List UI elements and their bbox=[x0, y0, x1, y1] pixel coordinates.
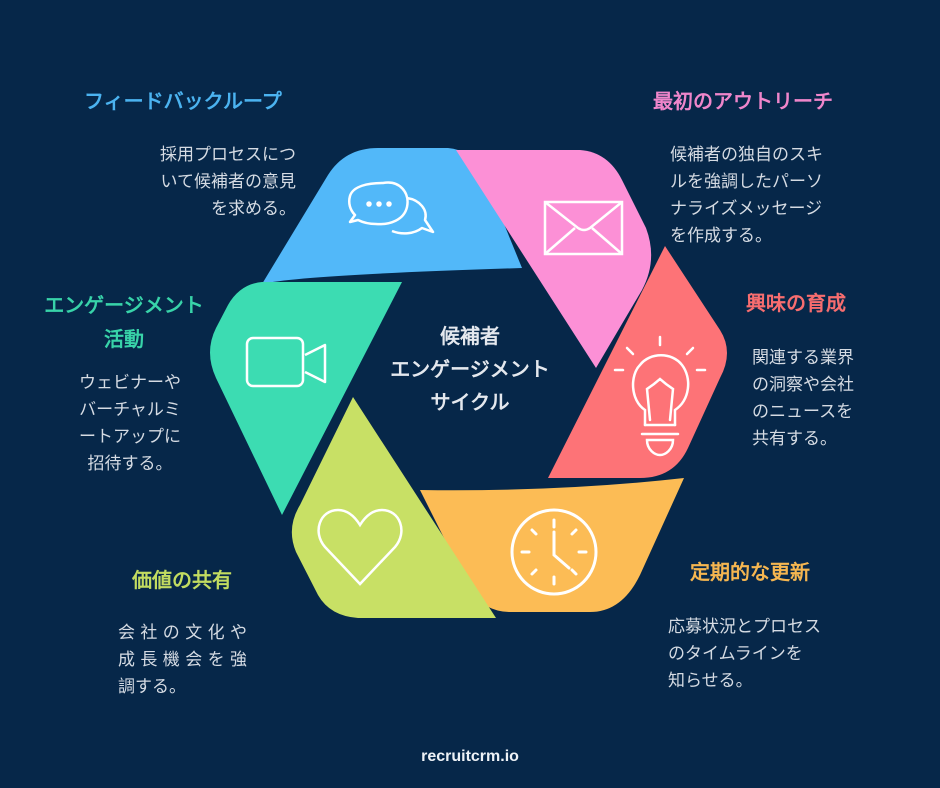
segment-share-values bbox=[291, 397, 496, 618]
nurture-interest-title: 興味の育成 bbox=[746, 291, 846, 315]
segment-regular-updates bbox=[420, 478, 684, 612]
cycle-center-title: 候補者 エンゲージメント サイクル bbox=[390, 324, 550, 414]
chat-bubbles-icon bbox=[347, 181, 435, 235]
share-values-title: 価値の共有 bbox=[132, 568, 232, 592]
video-camera-icon bbox=[245, 336, 327, 388]
brand-footer: recruitcrm.io bbox=[421, 748, 519, 765]
initial-outreach-title: 最初のアウトリーチ bbox=[653, 89, 833, 113]
regular-updates-title: 定期的な更新 bbox=[690, 560, 810, 584]
heart-icon bbox=[317, 508, 403, 586]
segment-engagement-activities bbox=[210, 282, 402, 515]
segment-nurture-interest bbox=[548, 246, 727, 478]
regular-updates-description: 応募状況とプロセス のタイムラインを 知らせる。 bbox=[668, 617, 821, 691]
engagement-activities-description: ウェビナーや バーチャルミ ートアップに 招待する。 bbox=[79, 373, 181, 474]
share-values-description: 会 社 の 文 化 や 成 長 機 会 を 強 調する。 bbox=[118, 623, 248, 697]
nurture-interest-description: 関連する業界 の洞察や会社 のニュースを 共有する。 bbox=[752, 348, 854, 449]
lightbulb-icon bbox=[613, 335, 707, 457]
initial-outreach-description: 候補者の独自のスキ ルを強調したパーソ ナライズメッセージ を作成する。 bbox=[670, 145, 823, 246]
clock-icon bbox=[510, 508, 598, 596]
segment-feedback-loop bbox=[262, 148, 522, 284]
envelope-icon bbox=[543, 200, 624, 256]
feedback-loop-title: フィードバックループ bbox=[84, 89, 282, 113]
feedback-loop-description: 採用プロセスにつ いて候補者の意見 を求める。 bbox=[160, 145, 296, 219]
engagement-activities-title: エンゲージメント 活動 bbox=[44, 293, 204, 351]
segment-initial-outreach bbox=[456, 150, 652, 368]
